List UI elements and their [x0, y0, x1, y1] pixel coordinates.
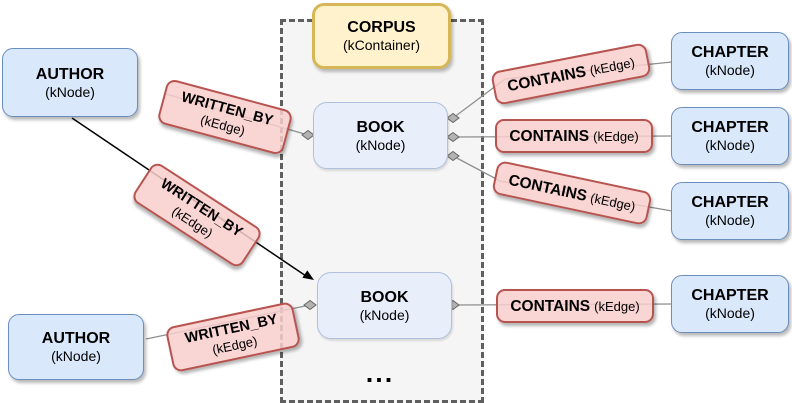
node-title: CORPUS [347, 19, 416, 36]
node-chapter-2: CHAPTER (kNode) [671, 107, 789, 165]
node-author-1: AUTHOR (kNode) [2, 48, 138, 117]
more-books-ellipsis: ... [365, 358, 395, 388]
corpus-region-dashed-boundary [280, 19, 484, 403]
edge-label-title: CONTAINS [509, 127, 590, 145]
node-subtitle: (kNode) [51, 348, 101, 364]
node-title: CHAPTER [691, 194, 769, 211]
node-book-2: BOOK (kNode) [317, 272, 452, 339]
node-chapter-1: CHAPTER (kNode) [671, 32, 789, 90]
node-book-1: BOOK (kNode) [313, 102, 448, 169]
diamond-terminal [303, 299, 317, 311]
diamond-terminal [446, 131, 460, 143]
node-title: BOOK [360, 288, 409, 306]
node-subtitle: (kNode) [355, 136, 406, 153]
node-subtitle: (kNode) [705, 62, 755, 78]
node-chapter-3: CHAPTER (kNode) [671, 182, 789, 240]
diamond-terminal [446, 112, 460, 124]
node-title: CHAPTER [691, 287, 769, 304]
diamond-terminal [446, 150, 460, 162]
node-corpus: CORPUS (kContainer) [312, 3, 451, 69]
edge-label-subtitle: (kEdge) [594, 298, 640, 314]
node-subtitle: (kNode) [359, 306, 410, 323]
node-subtitle: (kNode) [705, 305, 755, 321]
node-title: AUTHOR [35, 65, 105, 83]
node-title: AUTHOR [41, 330, 111, 347]
arrowhead [302, 270, 314, 280]
edge-label-contains-2: CONTAINS (kEdge) [495, 119, 653, 153]
node-subtitle: (kNode) [45, 83, 95, 100]
node-subtitle: (kContainer) [342, 37, 421, 53]
node-title: CHAPTER [691, 119, 769, 136]
edge-label-subtitle: (kEdge) [589, 189, 637, 214]
edge-label-title: CONTAINS [505, 62, 588, 95]
edge-label-title: CONTAINS [510, 297, 591, 315]
node-title: CHAPTER [691, 44, 769, 61]
node-subtitle: (kNode) [705, 212, 755, 228]
node-title: BOOK [356, 118, 405, 136]
edge-label-subtitle: (kEdge) [593, 128, 639, 144]
edge-label-subtitle: (kEdge) [588, 54, 636, 78]
node-subtitle: (kNode) [705, 137, 755, 153]
node-author-2: AUTHOR (kNode) [8, 314, 144, 380]
edge-label-contains-4: CONTAINS (kEdge) [496, 289, 654, 323]
node-chapter-4: CHAPTER (kNode) [671, 275, 789, 333]
